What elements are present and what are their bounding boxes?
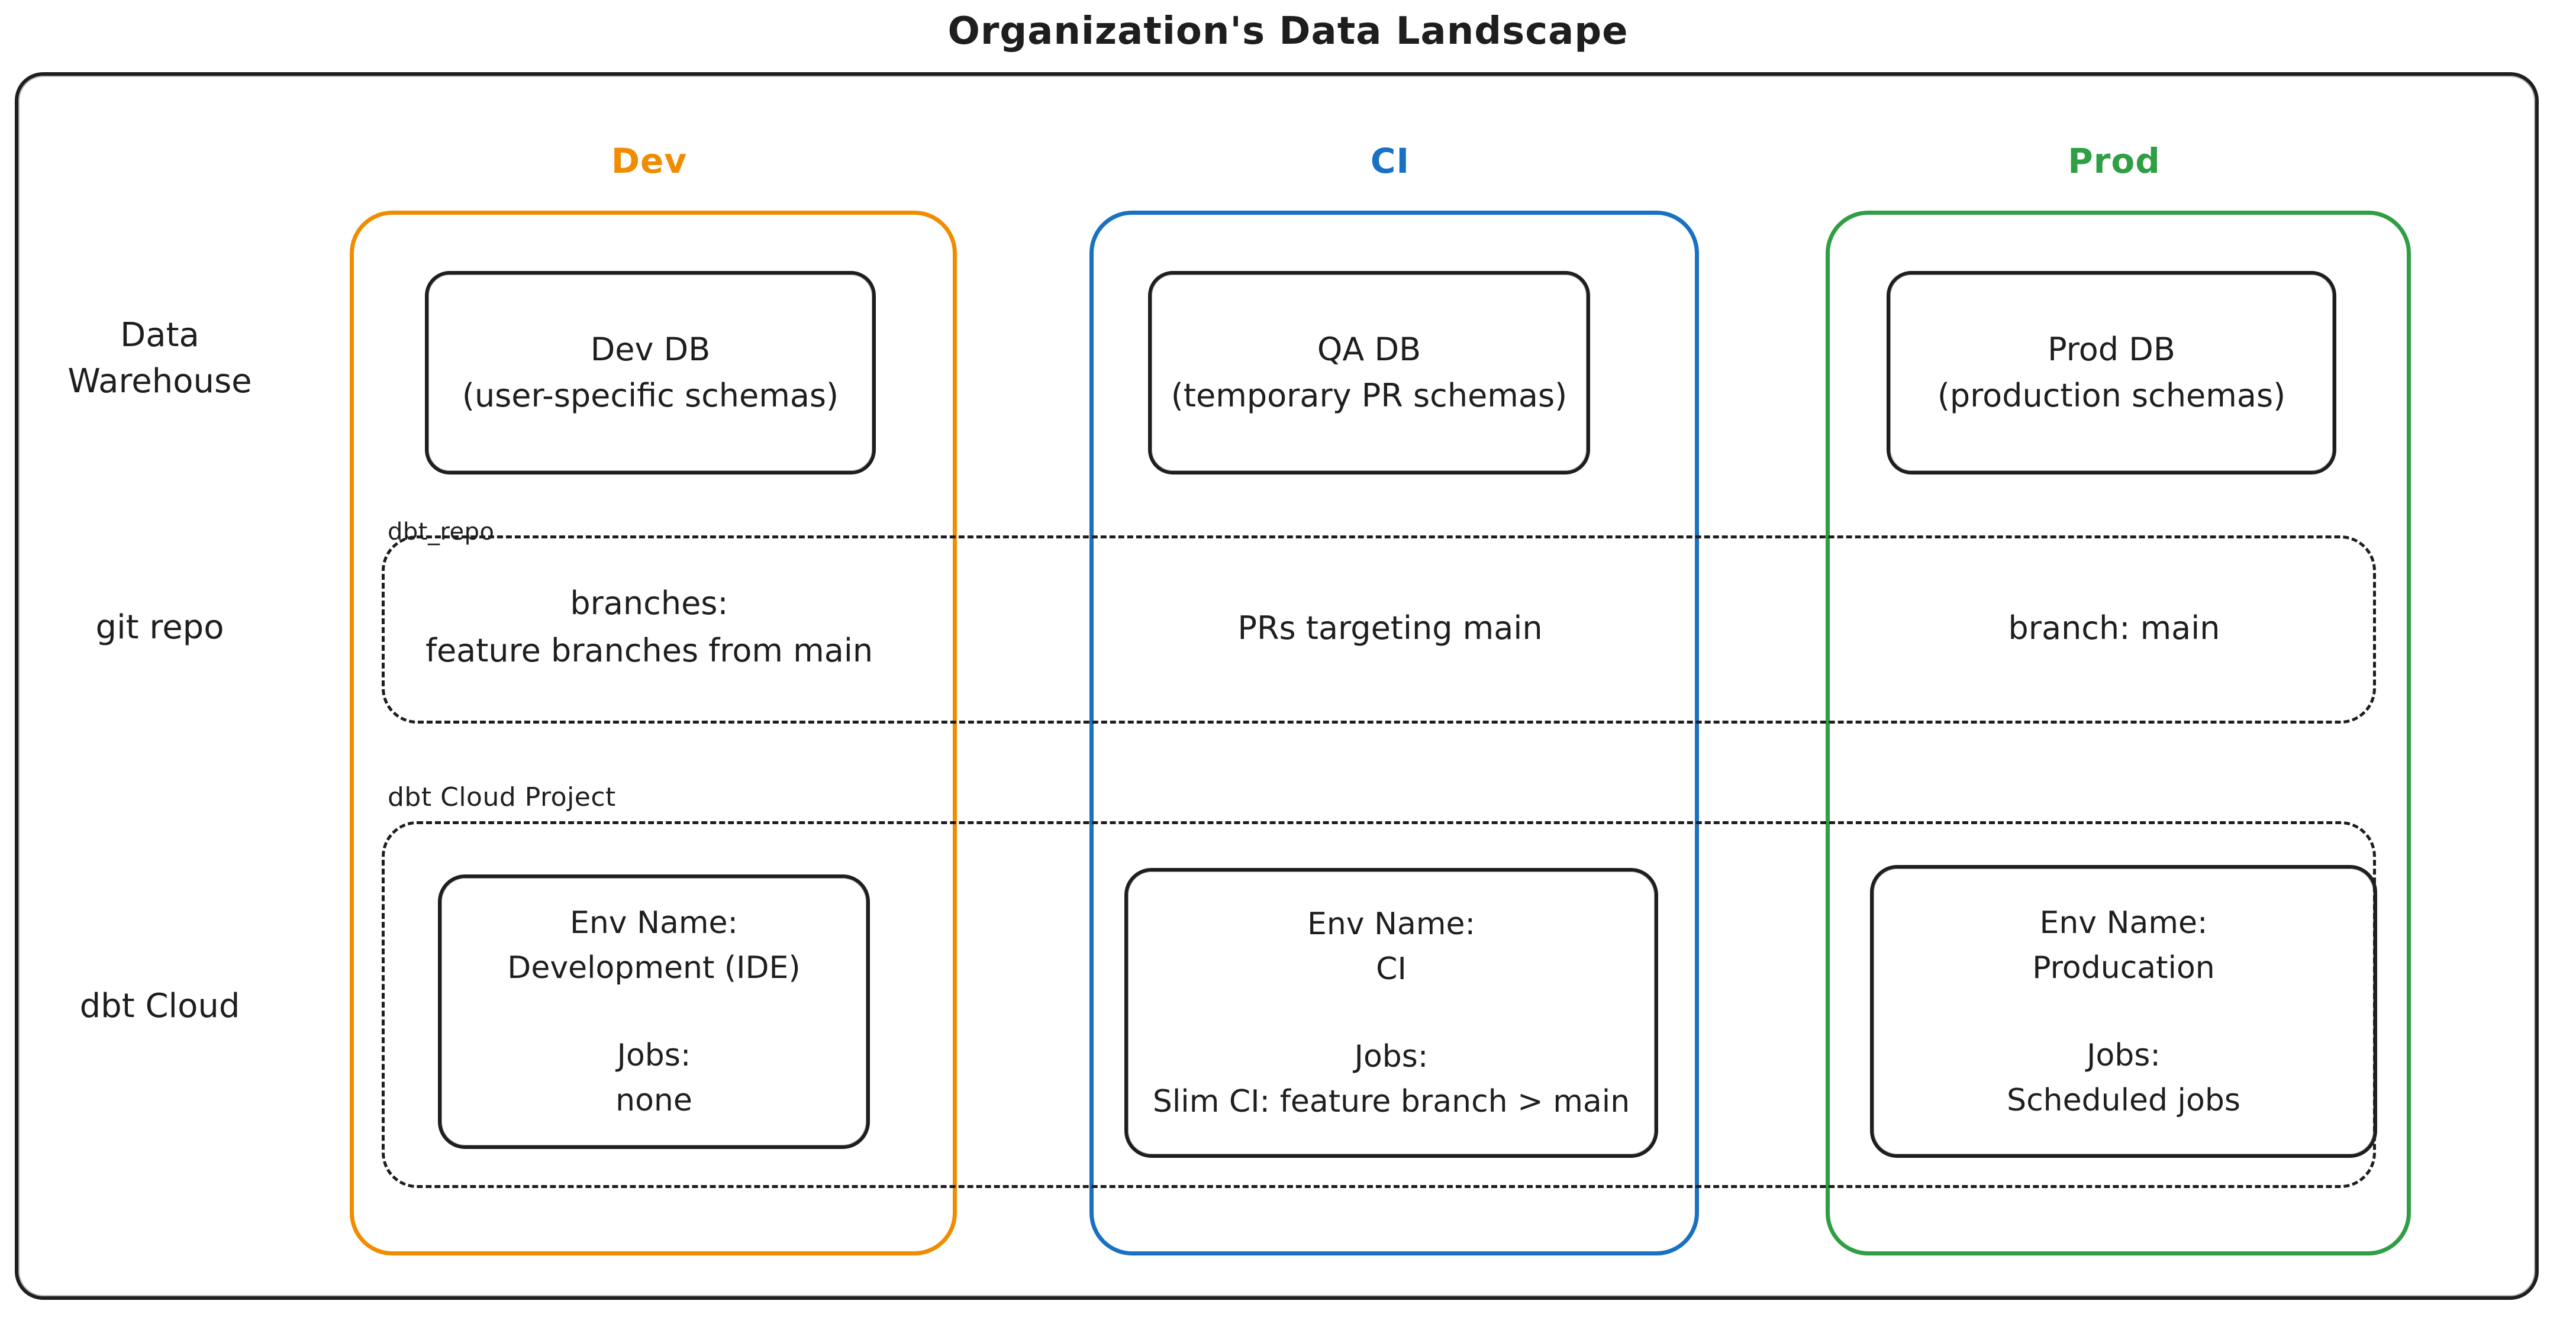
prod-db-title: Prod DB <box>2048 331 2175 368</box>
git-text-dev-line1: branches: <box>570 585 728 622</box>
prod-jobs-label: Jobs: <box>2087 1037 2161 1073</box>
git-text-prod: branch: main <box>2008 609 2220 647</box>
dev-db-subtitle: (user-specific schemas) <box>462 377 839 414</box>
warehouse-box-prod-db: Prod DB (production schemas) <box>1887 271 2336 474</box>
qa-db-subtitle: (temporary PR schemas) <box>1171 377 1568 414</box>
page-title: Organization's Data Landscape <box>947 9 1629 53</box>
ci-jobs-value: Slim CI: feature branch > main <box>1152 1084 1630 1119</box>
git-text-dev: branches: feature branches from main <box>350 580 949 674</box>
dev-jobs-value: none <box>615 1083 692 1118</box>
column-box-prod <box>1826 211 2411 1255</box>
dbt-cloud-project-label: dbt Cloud Project <box>388 782 616 812</box>
column-header-ci: CI <box>1370 141 1410 181</box>
warehouse-box-dev-db: Dev DB (user-specific schemas) <box>425 271 876 474</box>
dev-env-value: Development (IDE) <box>507 950 801 986</box>
prod-env-label: Env Name: <box>2039 905 2208 941</box>
dev-env-label: Env Name: <box>569 905 739 941</box>
column-box-dev <box>350 211 957 1255</box>
column-header-dev: Dev <box>611 141 688 181</box>
ci-env-label: Env Name: <box>1307 906 1476 942</box>
landscape-frame <box>15 72 2539 1300</box>
dev-db-title: Dev DB <box>590 331 711 368</box>
warehouse-box-qa-db: QA DB (temporary PR schemas) <box>1148 271 1590 474</box>
column-box-ci <box>1089 211 1699 1255</box>
row-label-data-warehouse: Data Warehouse <box>24 312 296 405</box>
dbt-cloud-env-box-ci: Env Name: CI Jobs: Slim CI: feature bran… <box>1124 868 1658 1158</box>
qa-db-title: QA DB <box>1317 331 1421 368</box>
git-text-dev-line2: feature branches from main <box>425 632 873 669</box>
row-label-git-repo: git repo <box>95 608 224 647</box>
prod-db-subtitle: (production schemas) <box>1937 377 2286 414</box>
ci-env-value: CI <box>1376 951 1407 987</box>
dbt-cloud-env-box-prod: Env Name: Producation Jobs: Scheduled jo… <box>1870 865 2377 1158</box>
ci-jobs-label: Jobs: <box>1354 1039 1429 1074</box>
git-text-ci: PRs targeting main <box>1237 609 1543 647</box>
dbt-cloud-env-box-dev: Env Name: Development (IDE) Jobs: none <box>438 874 870 1149</box>
git-repo-dashed-box <box>382 535 2376 724</box>
row-label-data-warehouse-line1: Data <box>120 316 199 354</box>
dev-jobs-label: Jobs: <box>617 1038 691 1073</box>
column-header-prod: Prod <box>2068 141 2161 181</box>
row-label-data-warehouse-line2: Warehouse <box>67 362 252 401</box>
prod-jobs-value: Scheduled jobs <box>2007 1082 2240 1118</box>
row-label-dbt-cloud: dbt Cloud <box>79 987 240 1025</box>
prod-env-value: Producation <box>2032 950 2215 986</box>
